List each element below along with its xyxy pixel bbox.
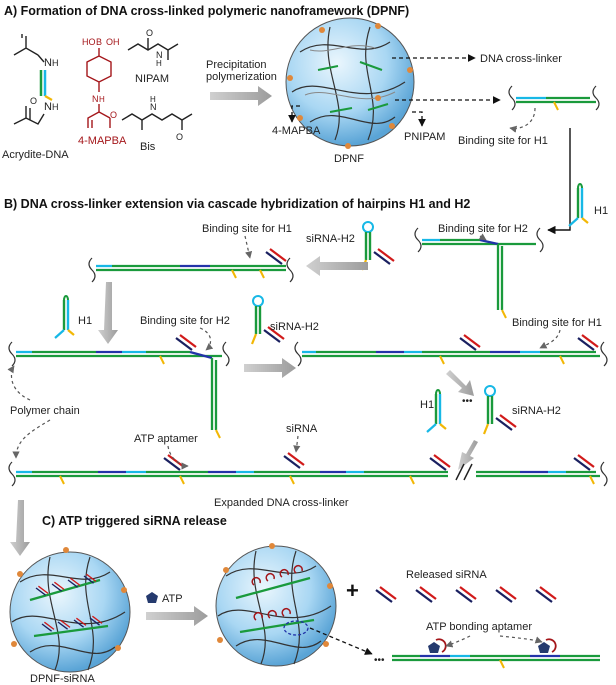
arrow-b-to-c bbox=[10, 500, 30, 556]
binding-h2-label-b1: Binding site for H2 bbox=[438, 223, 528, 235]
arrow-b-diag bbox=[446, 370, 474, 396]
mapba-label: 4-MAPBA bbox=[78, 135, 127, 147]
arrow-c-right bbox=[146, 606, 208, 626]
released-sirna-label: Released siRNA bbox=[406, 569, 487, 581]
atp-bonding-label: ATP bonding aptamer bbox=[426, 621, 532, 633]
sirna-h2-label-b2: siRNA-H2 bbox=[270, 321, 319, 333]
acrydite-dna-structure: N H N H O Acrydite-DNA bbox=[2, 34, 69, 161]
bis-o: O bbox=[176, 132, 183, 142]
atp-label: ATP bbox=[162, 593, 183, 605]
acrydite-n-top: N bbox=[44, 57, 52, 69]
dna-crosslinker-label: DNA cross-linker bbox=[480, 53, 562, 65]
mapba-oh: OH bbox=[106, 37, 120, 47]
arrow-b-down-1 bbox=[98, 282, 118, 344]
mapba-out-label: 4-MAPBA bbox=[272, 125, 321, 137]
nipam-label: NIPAM bbox=[135, 73, 169, 85]
dpnf-sirna-label: DPNF-siRNA bbox=[30, 673, 95, 685]
polymer-chain-label: Polymer chain bbox=[10, 405, 80, 417]
acrydite-n-bot: N bbox=[44, 101, 52, 113]
acrydite-h-top: H bbox=[52, 58, 59, 68]
h1-label-b3: H1 bbox=[420, 399, 434, 411]
aptamer-duplex bbox=[392, 638, 600, 669]
precipitation-label: Precipitation bbox=[206, 59, 267, 71]
acrydite-h-bot: H bbox=[52, 102, 59, 112]
b-middle-left-duplex bbox=[8, 341, 230, 439]
section-c-title: C) ATP triggered siRNA release bbox=[42, 514, 227, 528]
h1-label-b2: H1 bbox=[78, 315, 92, 327]
dots-vertical: ••• bbox=[462, 396, 473, 407]
section-b-title: B) DNA cross-linker extension via cascad… bbox=[4, 197, 470, 211]
plus-sign: + bbox=[346, 578, 359, 603]
dpnf-label: DPNF bbox=[334, 153, 364, 165]
sirna-label: siRNA bbox=[286, 423, 318, 435]
mapba-structure: HO B OH N H O 4-MAPBA bbox=[78, 37, 127, 147]
acrydite-dna-label: Acrydite-DNA bbox=[2, 149, 69, 161]
nipam-n: N bbox=[156, 50, 163, 60]
acrydite-o: O bbox=[30, 96, 37, 106]
arrow-b-left bbox=[306, 256, 368, 276]
atp-pentagon-icon bbox=[146, 592, 158, 603]
bis-structure: N H O Bis bbox=[121, 95, 193, 153]
arrow-a-to-b bbox=[547, 128, 571, 235]
binding-h2-label-b2: Binding site for H2 bbox=[140, 315, 230, 327]
polymerization-label: polymerization bbox=[206, 71, 277, 83]
mapba-b: B bbox=[96, 37, 102, 47]
mapba-nh: N bbox=[92, 94, 99, 104]
arrow-b-down-2 bbox=[458, 440, 478, 470]
nipam-structure: O N H NIPAM bbox=[127, 28, 179, 85]
expanded-crosslinker-duplex bbox=[8, 461, 608, 487]
atp-aptamer-label: ATP aptamer bbox=[134, 433, 198, 445]
b-top-right-duplex bbox=[414, 227, 544, 319]
mapba-ho: HO bbox=[82, 37, 96, 47]
b-middle-right-duplex bbox=[294, 341, 608, 367]
sirna-h2-label-b1: siRNA-H2 bbox=[306, 233, 355, 245]
crosslinker-zoom bbox=[508, 85, 600, 111]
dpnf-sirna-sphere bbox=[9, 547, 131, 673]
dpnf-sphere bbox=[285, 17, 415, 149]
h1-label-b1: H1 bbox=[594, 205, 608, 217]
precip-arrow bbox=[210, 86, 272, 106]
sirna-h2-label-b3: siRNA-H2 bbox=[512, 405, 561, 417]
section-a-title: A) Formation of DNA cross-linked polymer… bbox=[4, 4, 409, 18]
bis-h1: H bbox=[150, 95, 156, 104]
binding-h1-label-b: Binding site for H1 bbox=[202, 223, 292, 235]
bis-label: Bis bbox=[140, 141, 156, 153]
b-top-left-duplex bbox=[88, 257, 294, 283]
released-sirna-group bbox=[374, 585, 558, 604]
arrow-b-right bbox=[244, 358, 296, 378]
dpnf-released-sphere bbox=[215, 543, 337, 667]
binding-h1-label-c: Binding site for H1 bbox=[512, 317, 602, 329]
nipam-o: O bbox=[146, 28, 153, 38]
mapba-o: O bbox=[110, 110, 117, 120]
binding-h1-label-a: Binding site for H1 bbox=[458, 135, 548, 147]
mapba-h: H bbox=[99, 95, 105, 104]
dots-left: ••• bbox=[374, 655, 385, 666]
expanded-label: Expanded DNA cross-linker bbox=[214, 497, 349, 509]
bis-n1: N bbox=[150, 102, 157, 112]
nipam-h: H bbox=[156, 59, 162, 68]
pnipam-label: PNIPAM bbox=[404, 131, 445, 143]
